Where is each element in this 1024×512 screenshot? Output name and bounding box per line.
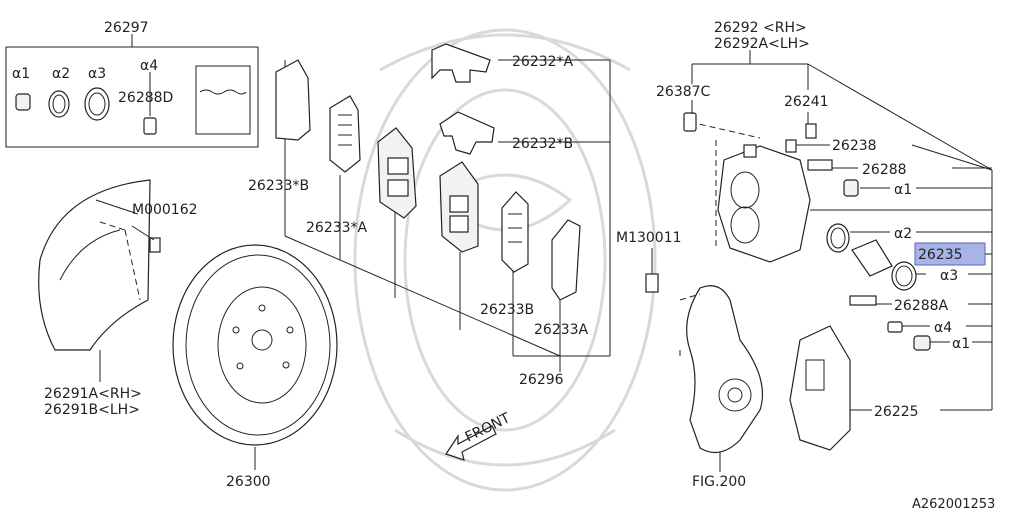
highlight-26235	[914, 242, 986, 266]
caliper-bracket	[789, 325, 851, 451]
label-a3-right[interactable]: α3	[940, 268, 958, 284]
label-M000162[interactable]: M000162	[132, 202, 198, 218]
label-a1-right-1[interactable]: α1	[894, 182, 912, 198]
label-a2-box[interactable]: α2	[52, 66, 70, 82]
label-a1-right-2[interactable]: α1	[952, 336, 970, 352]
label-fig200[interactable]: FIG.200	[692, 474, 746, 490]
dust-shield-group	[38, 179, 161, 382]
label-26288D[interactable]: 26288D	[118, 90, 173, 106]
label-26233A-star[interactable]: 26233*A	[306, 220, 368, 236]
label-26288A[interactable]: 26288A	[894, 298, 949, 314]
label-26225[interactable]: 26225	[874, 404, 919, 420]
label-26291A[interactable]: 26291A<RH>	[44, 386, 142, 402]
label-a4-box[interactable]: α4	[140, 58, 158, 74]
label-a1-box[interactable]: α1	[12, 66, 30, 82]
label-26297[interactable]: 26297	[104, 20, 149, 36]
caliper-leader-lines	[691, 50, 993, 411]
steering-knuckle	[645, 248, 764, 472]
watermark-emblem	[353, 28, 657, 492]
front-arrow	[445, 425, 497, 461]
label-front: FRONT	[463, 410, 513, 446]
seal-kit-group	[5, 34, 259, 148]
label-26233B-star[interactable]: 26233*B	[248, 178, 309, 194]
brake-disc	[172, 244, 338, 470]
label-26292A[interactable]: 26292A<LH>	[714, 36, 810, 52]
part-labels: 26297 α1 α2 α3 α4 26288D 26232*A 26232*B…	[12, 20, 995, 512]
label-26288[interactable]: 26288	[862, 162, 907, 178]
label-26300[interactable]: 26300	[226, 474, 271, 490]
label-26387C[interactable]: 26387C	[656, 84, 711, 100]
label-26238[interactable]: 26238	[832, 138, 877, 154]
label-26241[interactable]: 26241	[784, 94, 829, 110]
label-26292[interactable]: 26292 <RH>	[714, 20, 807, 36]
caliper-small-parts	[683, 112, 931, 351]
label-26233B[interactable]: 26233B	[480, 302, 534, 318]
label-a3-box[interactable]: α3	[88, 66, 106, 82]
label-26235[interactable]: 26235	[918, 247, 963, 263]
label-a2-right[interactable]: α2	[894, 226, 912, 242]
caliper-body	[689, 121, 811, 263]
brake-pads	[275, 43, 581, 301]
label-M130011[interactable]: M130011	[616, 230, 682, 246]
label-26296[interactable]: 26296	[519, 372, 564, 388]
label-a4-right[interactable]: α4	[934, 320, 952, 336]
label-26233A[interactable]: 26233A	[534, 322, 589, 338]
diagram-id: A262001253	[912, 497, 995, 512]
label-26232B[interactable]: 26232*B	[512, 136, 573, 152]
label-26232A[interactable]: 26232*A	[512, 54, 574, 70]
label-26291B[interactable]: 26291B<LH>	[44, 402, 140, 418]
